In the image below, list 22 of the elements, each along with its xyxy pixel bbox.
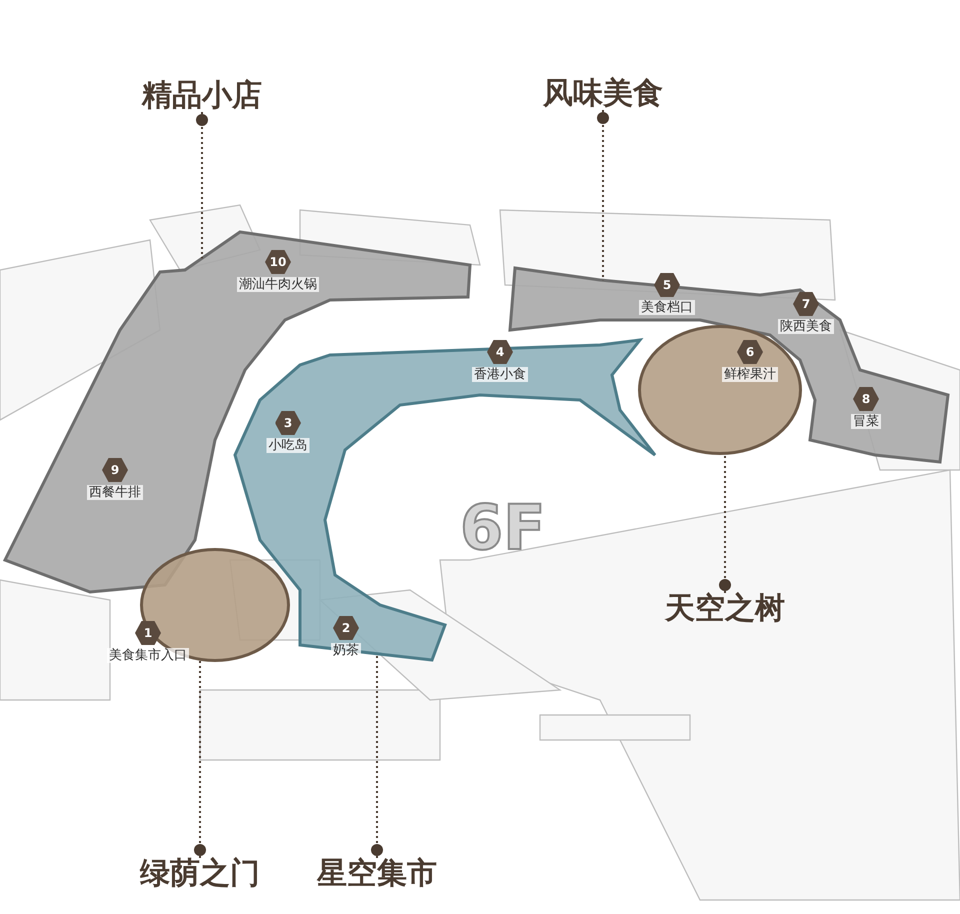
shop-name: 西餐牛排 — [87, 485, 143, 500]
shop-name: 陕西美食 — [778, 319, 834, 334]
shop-name: 香港小食 — [472, 367, 528, 382]
zone-title: 风味美食 — [543, 78, 663, 110]
leader-line — [719, 454, 731, 593]
floor-label: 6F — [460, 495, 546, 561]
shop-name: 潮汕牛肉火锅 — [237, 277, 319, 292]
shop-name: 奶茶 — [331, 643, 361, 658]
zone-title: 星空集市 — [317, 858, 437, 890]
leader-line — [194, 660, 206, 858]
leader-line — [371, 654, 383, 858]
shop-name: 美食档口 — [639, 300, 695, 315]
shop-name: 鲜榨果汁 — [722, 367, 778, 382]
leader-line — [597, 110, 609, 280]
zone-title: 精品小店 — [142, 80, 262, 112]
shop-name: 冒菜 — [851, 414, 881, 429]
food-court-area — [235, 340, 655, 660]
zone-title: 天空之树 — [665, 593, 785, 625]
shop-name: 美食集市入口 — [107, 648, 189, 663]
leader-line — [196, 112, 208, 258]
shop-name: 小吃岛 — [266, 438, 310, 453]
zone-title: 绿荫之门 — [140, 858, 260, 890]
